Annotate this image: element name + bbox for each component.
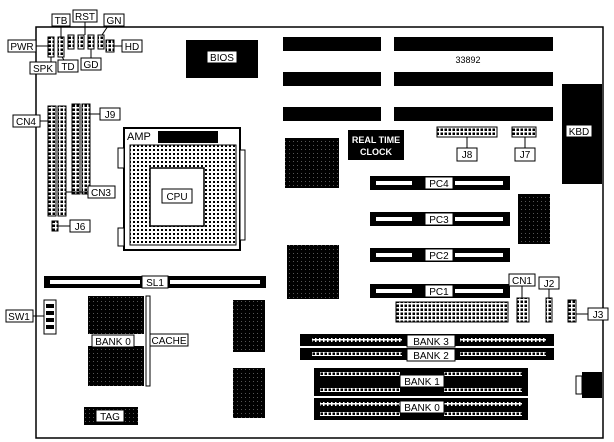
label-tb: TB bbox=[51, 13, 71, 37]
cn1-connector: CN1 bbox=[508, 273, 536, 323]
cache-chips bbox=[88, 295, 151, 387]
bank0-slot: BANK 0 bbox=[314, 398, 528, 420]
bios-chip: BIOS bbox=[186, 40, 258, 78]
svg-text:CLOCK: CLOCK bbox=[360, 147, 392, 157]
real-time-clock: REAL TIME CLOCK bbox=[348, 130, 404, 160]
svg-text:GN: GN bbox=[107, 16, 122, 27]
label-cache: CACHE bbox=[149, 333, 189, 347]
svg-text:SL1: SL1 bbox=[146, 278, 164, 289]
label-rst: RST bbox=[72, 9, 98, 35]
label-spk: SPK bbox=[29, 57, 57, 75]
j6-jumper: J6 bbox=[51, 219, 91, 233]
label-cn3: CN3 bbox=[66, 185, 116, 199]
label-pwr: PWR bbox=[7, 39, 48, 53]
svg-text:GD: GD bbox=[84, 60, 99, 71]
svg-text:PC2: PC2 bbox=[429, 251, 449, 262]
label-gn: GN bbox=[101, 13, 125, 36]
svg-text:BIOS: BIOS bbox=[210, 53, 234, 64]
label-bank0-cache: BANK 0 bbox=[91, 334, 135, 348]
power-connector bbox=[575, 372, 602, 398]
svg-text:J8: J8 bbox=[462, 150, 473, 161]
label-hd: HD bbox=[114, 39, 143, 53]
bios-code-text: 33892 bbox=[455, 55, 480, 65]
j3-jumper: J3 bbox=[567, 299, 609, 323]
svg-text:J9: J9 bbox=[105, 110, 116, 121]
cpu-socket: CPU AMP bbox=[117, 127, 246, 251]
label-gd: GD bbox=[80, 49, 102, 71]
amp-label: AMP bbox=[127, 131, 151, 143]
svg-text:BANK 1: BANK 1 bbox=[404, 377, 440, 388]
sl1-slot: SL1 bbox=[44, 275, 266, 289]
svg-text:CN3: CN3 bbox=[91, 188, 111, 199]
tag-chip: TAG bbox=[84, 407, 138, 425]
svg-text:HD: HD bbox=[125, 42, 139, 53]
svg-text:CN1: CN1 bbox=[512, 276, 532, 287]
sw1-switch: SW1 bbox=[5, 299, 57, 335]
svg-text:BANK 0: BANK 0 bbox=[404, 403, 440, 414]
j8-connector: J8 bbox=[436, 126, 498, 162]
svg-text:TAG: TAG bbox=[100, 412, 120, 423]
svg-text:RST: RST bbox=[75, 12, 95, 23]
svg-text:BANK 0: BANK 0 bbox=[95, 337, 131, 348]
cpu-label: CPU bbox=[166, 192, 187, 203]
svg-text:PC4: PC4 bbox=[429, 179, 449, 190]
label-j9: J9 bbox=[90, 107, 121, 121]
cn4-connector bbox=[47, 105, 67, 217]
resistor-pack bbox=[395, 301, 509, 323]
svg-text:J6: J6 bbox=[75, 222, 86, 233]
j2-jumper: J2 bbox=[538, 276, 560, 323]
pc3-slot: PC3 bbox=[370, 212, 510, 226]
svg-text:J2: J2 bbox=[544, 279, 555, 290]
bank3-slot: BANK 3 bbox=[300, 334, 554, 348]
bank2-slot: BANK 2 bbox=[300, 348, 554, 362]
bank1-slot: BANK 1 bbox=[314, 368, 528, 396]
label-cn4: CN4 bbox=[12, 114, 48, 128]
svg-text:TD: TD bbox=[61, 62, 74, 73]
svg-text:CN4: CN4 bbox=[16, 117, 36, 128]
chipset-chips bbox=[233, 138, 550, 418]
svg-text:SPK: SPK bbox=[33, 64, 53, 75]
keyboard-connector: KBD bbox=[562, 84, 602, 184]
pc4-slot: PC4 bbox=[370, 176, 510, 190]
label-td: TD bbox=[57, 56, 79, 73]
svg-text:PC1: PC1 bbox=[429, 287, 449, 298]
pc2-slot: PC2 bbox=[370, 248, 510, 262]
pc1-slot: PC1 bbox=[370, 284, 510, 298]
svg-text:J3: J3 bbox=[593, 310, 604, 321]
svg-text:TB: TB bbox=[55, 16, 68, 27]
svg-text:PC3: PC3 bbox=[429, 215, 449, 226]
svg-text:PWR: PWR bbox=[10, 42, 33, 53]
svg-text:J7: J7 bbox=[520, 150, 531, 161]
j9-connector bbox=[71, 103, 91, 195]
svg-text:BANK 2: BANK 2 bbox=[413, 351, 449, 362]
svg-text:SW1: SW1 bbox=[8, 312, 30, 323]
top-expansion-slots bbox=[283, 37, 553, 121]
j7-connector: J7 bbox=[511, 126, 537, 162]
svg-text:CACHE: CACHE bbox=[151, 336, 186, 347]
svg-text:KBD: KBD bbox=[569, 127, 590, 138]
svg-text:BANK 3: BANK 3 bbox=[413, 337, 449, 348]
svg-text:REAL TIME: REAL TIME bbox=[352, 135, 400, 145]
